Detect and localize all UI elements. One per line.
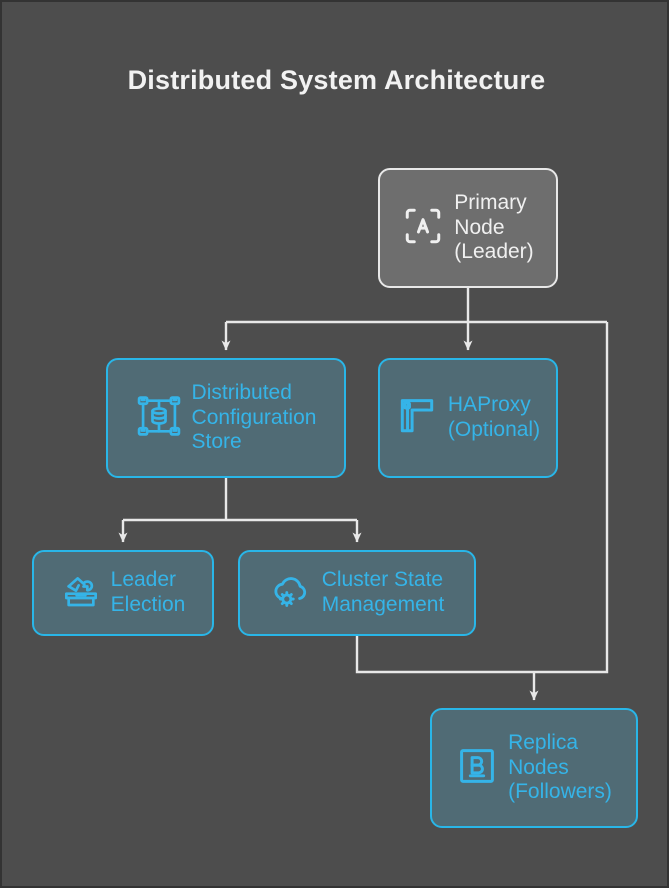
cloud-cog-icon xyxy=(270,570,312,617)
node-label: Leader Election xyxy=(110,568,186,616)
node-label: Replica Nodes (Followers) xyxy=(508,731,612,804)
node-label: HAProxy (Optional) xyxy=(447,393,541,441)
node-leader-election[interactable]: Leader Election xyxy=(32,550,214,636)
node-label: Primary Node (Leader) xyxy=(454,191,534,264)
scan-letter-a-icon xyxy=(402,205,444,252)
node-label: Distributed Configuration Store xyxy=(191,381,317,454)
node-haproxy[interactable]: HAProxy (Optional) xyxy=(378,358,558,478)
node-replica-nodes[interactable]: Replica Nodes (Followers) xyxy=(430,708,638,828)
node-primary-node[interactable]: Primary Node (Leader) xyxy=(378,168,558,288)
node-label: Cluster State Management xyxy=(321,568,445,616)
node-cluster-state-management[interactable]: Cluster State Management xyxy=(238,550,476,636)
page-title: Distributed System Architecture xyxy=(127,65,546,95)
proxy-flag-icon xyxy=(396,395,438,442)
node-distributed-configuration-store[interactable]: Distributed Configuration Store xyxy=(106,358,346,478)
distributed-database-icon xyxy=(136,393,182,444)
edge-cluster-to-replica xyxy=(355,636,534,674)
boxed-letter-b-icon xyxy=(456,745,498,792)
ballot-box-vote-icon xyxy=(61,571,101,616)
